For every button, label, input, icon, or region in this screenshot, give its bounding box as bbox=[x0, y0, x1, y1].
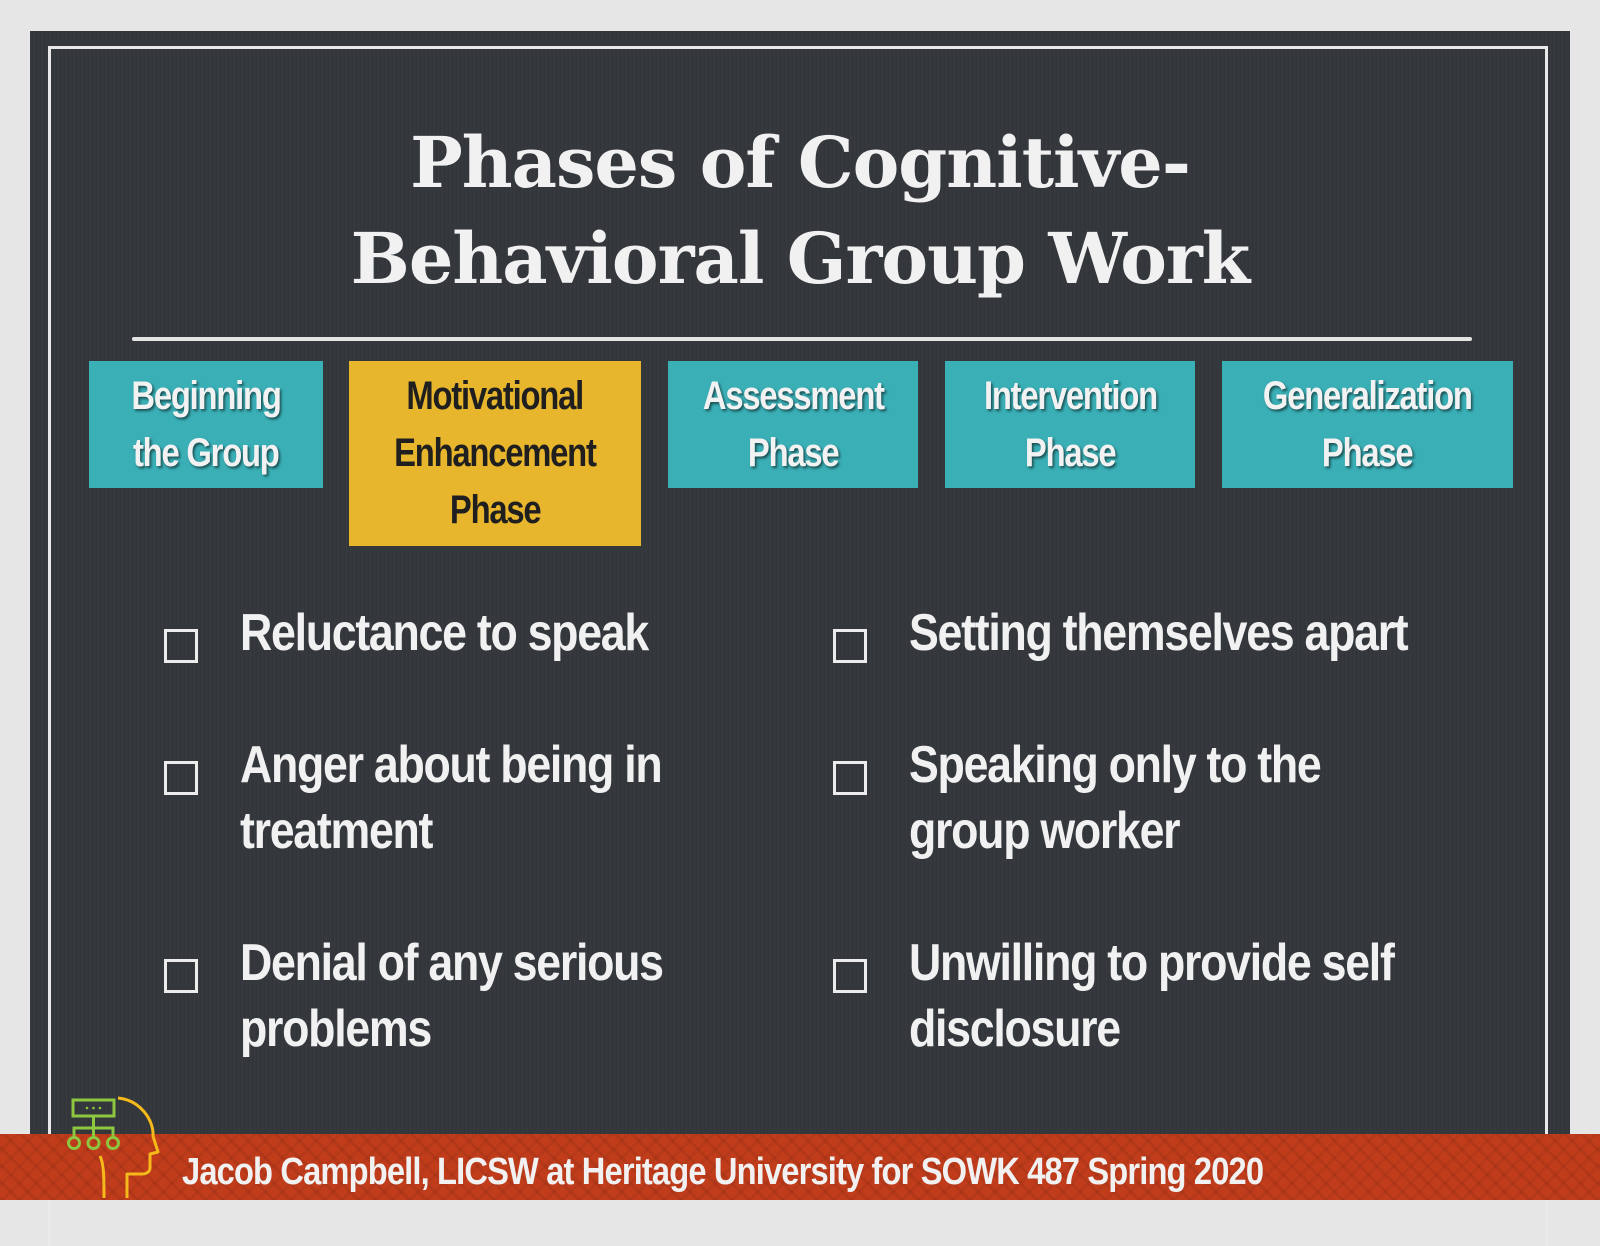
title-line-1: Phases of Cognitive- bbox=[410, 121, 1191, 204]
footer-bar bbox=[0, 1134, 1600, 1200]
chalk-frame bbox=[48, 46, 1548, 1246]
phase-intervention: Intervention Phase bbox=[945, 361, 1195, 488]
phase-label-line: Phase bbox=[747, 430, 840, 475]
phase-label-line: Phase bbox=[1322, 430, 1414, 475]
title-line-2: Behavioral Group Work bbox=[350, 217, 1251, 300]
empty-checkbox-icon bbox=[164, 629, 198, 663]
phase-beginning-the-group: Beginning the Group bbox=[89, 361, 323, 488]
phase-label-line: Beginning bbox=[131, 373, 281, 418]
empty-checkbox-icon bbox=[833, 959, 867, 993]
empty-checkbox-icon bbox=[833, 629, 867, 663]
empty-checkbox-icon bbox=[164, 761, 198, 795]
bullet-text: Denial of any serious problems bbox=[240, 934, 664, 1058]
phase-label-line: Phase bbox=[1024, 430, 1117, 475]
phase-motivational-enhancement: Motivational Enhancement Phase bbox=[349, 361, 641, 546]
slide-board bbox=[30, 31, 1570, 1246]
phase-label-line: Assessment bbox=[702, 373, 885, 418]
bullet-text: Anger about being in treatment bbox=[240, 736, 663, 860]
title-divider bbox=[132, 337, 1472, 341]
phase-label-line: the Group bbox=[133, 430, 280, 475]
head-org-chart-icon bbox=[67, 1096, 160, 1199]
footer-credit: Jacob Campbell, LICSW at Heritage Univer… bbox=[182, 1151, 1264, 1193]
phase-label-line: Enhancement bbox=[394, 431, 597, 475]
bullet-text: Speaking only to the group worker bbox=[909, 736, 1322, 860]
bullet-text: Unwilling to provide self disclosure bbox=[909, 934, 1395, 1058]
bullet-text: Setting themselves apart bbox=[909, 604, 1409, 662]
phase-label-line: Intervention bbox=[983, 373, 1158, 418]
phase-assessment: Assessment Phase bbox=[668, 361, 918, 488]
phase-label-line: Phase bbox=[449, 488, 542, 532]
bullet-text: Reluctance to speak bbox=[240, 604, 649, 662]
empty-checkbox-icon bbox=[833, 761, 867, 795]
phase-label-line: Generalization bbox=[1263, 373, 1473, 418]
phase-generalization: Generalization Phase bbox=[1222, 361, 1513, 488]
slide-title: Phases of Cognitive- Behavioral Group Wo… bbox=[0, 115, 1600, 307]
phase-label-line: Motivational bbox=[406, 374, 585, 418]
empty-checkbox-icon bbox=[164, 959, 198, 993]
